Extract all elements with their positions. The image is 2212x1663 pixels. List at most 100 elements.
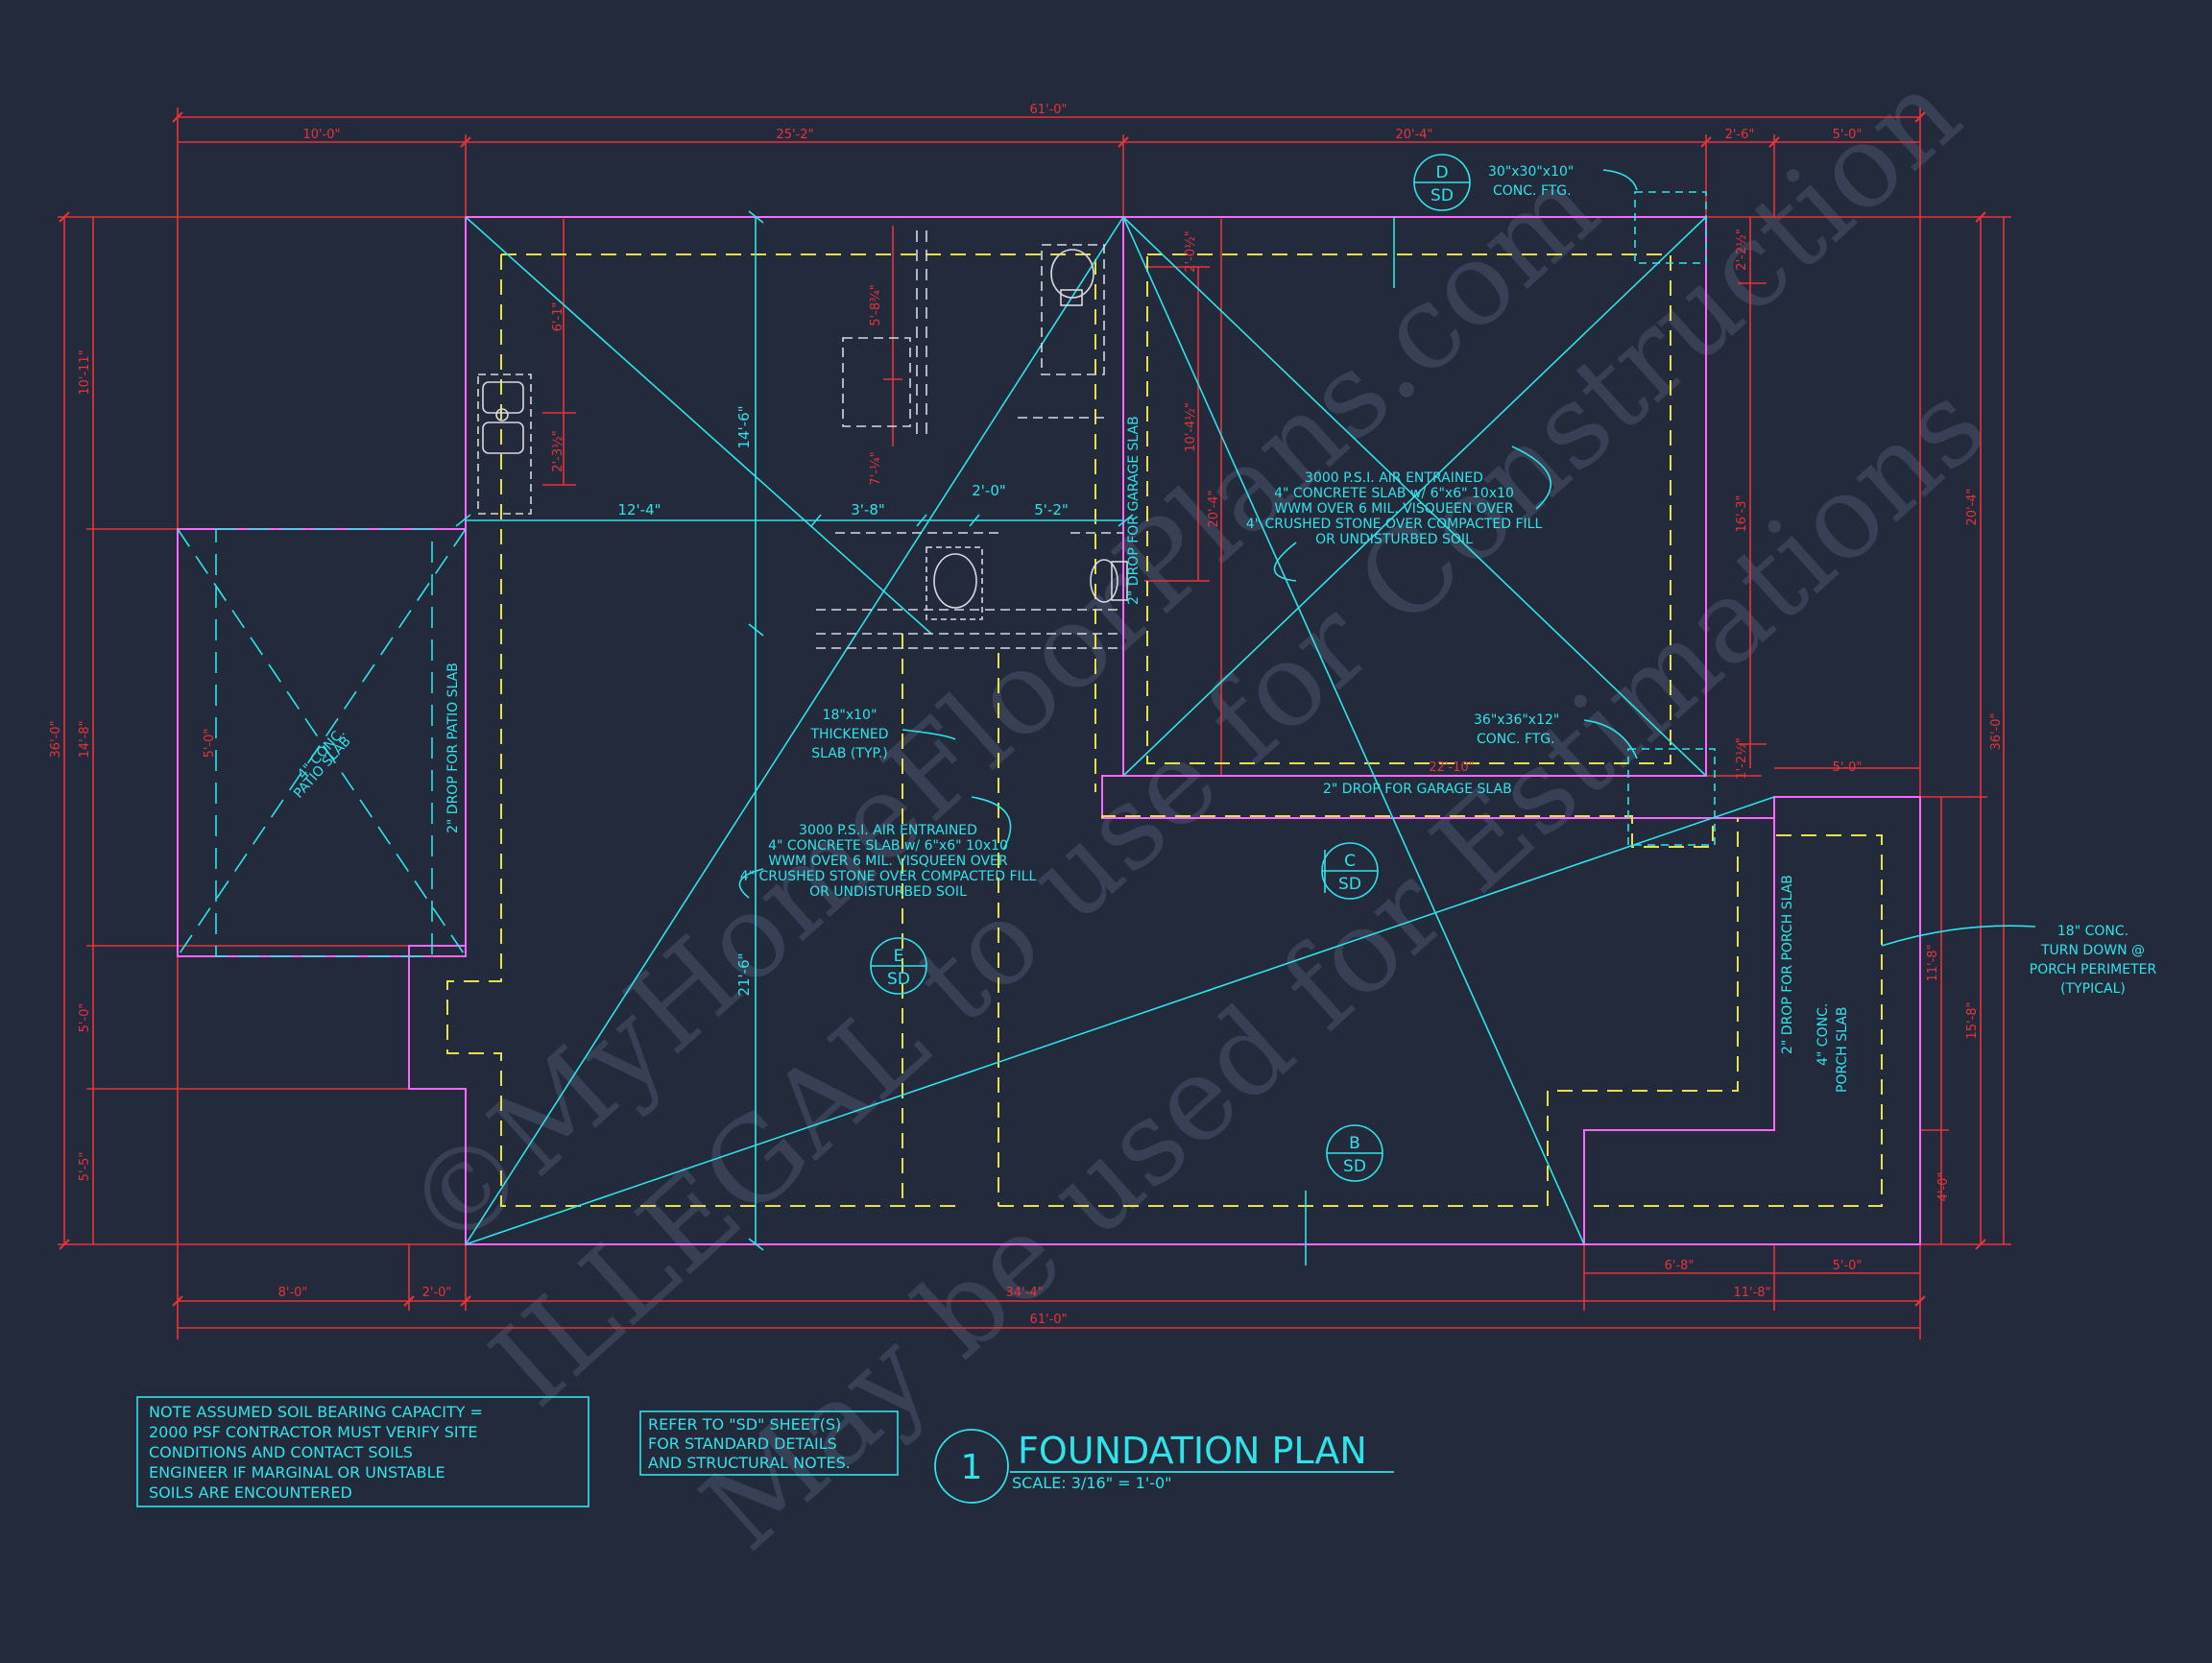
refer-note-line-3: AND STRUCTURAL NOTES. bbox=[648, 1454, 851, 1472]
plumbing-fixtures bbox=[477, 230, 1128, 649]
dim-bot-5: 6'-8" bbox=[1665, 1259, 1695, 1273]
dim-right-3: 11'-8" bbox=[1926, 944, 1940, 981]
footing-pads bbox=[1627, 191, 1716, 846]
dim-garage-height: 20'-4" bbox=[1207, 490, 1221, 527]
turndown-line-2: TURN DOWN @ bbox=[2040, 943, 2145, 958]
interior-dimension-texts: 14'-6" 21'-6" 12'-4" 3'-8" 2'-0" 5'-2" bbox=[617, 405, 1068, 996]
house-spec-3: WWM OVER 6 MIL. VISQUEEN OVER bbox=[768, 854, 1008, 869]
refer-note-line-1: REFER TO "SD" SHEET(S) bbox=[648, 1415, 841, 1434]
section-b-sheet: SD bbox=[1343, 1157, 1366, 1176]
title-number: 1 bbox=[961, 1448, 983, 1487]
soil-note-line-4: ENGINEER IF MARGINAL OR UNSTABLE bbox=[149, 1463, 445, 1482]
dim-patio: 5'-0" bbox=[203, 729, 217, 759]
section-b-letter: B bbox=[1349, 1134, 1360, 1153]
dim-top-4: 2'-6" bbox=[1725, 128, 1755, 142]
dimension-ticks bbox=[59, 111, 1986, 1307]
footing-dashes bbox=[446, 253, 1883, 1207]
slab-diagonals bbox=[455, 210, 1775, 1251]
dim-bot-3: 34'-4" bbox=[1005, 1286, 1043, 1300]
dim-int-38: 3'-8" bbox=[851, 501, 885, 518]
dim-top-3: 20'-4" bbox=[1395, 128, 1432, 142]
garage-slab-outline bbox=[1123, 216, 1707, 777]
section-c-letter: C bbox=[1344, 852, 1356, 871]
section-d-letter: D bbox=[1435, 163, 1448, 182]
section-markers bbox=[870, 154, 1471, 1182]
section-marker-texts: D SD C SD E SD B SD bbox=[887, 163, 1454, 1176]
porch-label-b: PORCH SLAB bbox=[1835, 1007, 1850, 1093]
title-scale: SCALE: 3/16" = 1'-0" bbox=[1012, 1474, 1172, 1492]
dim-top-2: 25'-2" bbox=[776, 128, 813, 142]
dim-garage-right-5: 5'-0" bbox=[1833, 760, 1863, 775]
garage-spec-3: WWM OVER 6 MIL. VISQUEEN OVER bbox=[1274, 501, 1514, 517]
dimension-texts: 61'-0" 10'-0" 25'-2" 20'-4" 2'-6" 5'-0" … bbox=[49, 103, 2004, 1327]
patio-diagonals bbox=[177, 528, 467, 957]
dim-left-overall: 36'-0" bbox=[49, 720, 63, 758]
vanity-fixture bbox=[477, 374, 532, 515]
drop-patio: 2" DROP FOR PATIO SLAB bbox=[445, 663, 461, 833]
house-spec-5: OR UNDISTURBED SOIL bbox=[809, 884, 967, 900]
soil-note-line-2: 2000 PSF CONTRACTOR MUST VERIFY SITE bbox=[149, 1423, 478, 1441]
turndown-line-4: (TYPICAL) bbox=[2060, 981, 2126, 997]
sink-fixture bbox=[933, 553, 977, 609]
refer-note: REFER TO "SD" SHEET(S) FOR STANDARD DETA… bbox=[639, 1410, 899, 1476]
drop-garage-vertical: 2" DROP FOR GARAGE SLAB bbox=[1126, 416, 1142, 605]
dim-int-61: 6'-1" bbox=[551, 302, 565, 332]
dim-left-4: 5'-5" bbox=[78, 1152, 92, 1182]
garage-spec-4: 4" CRUSHED STONE OVER COMPACTED FILL bbox=[1246, 517, 1543, 532]
dim-top-overall: 61'-0" bbox=[1029, 103, 1067, 117]
house-spec-2: 4" CONCRETE SLAB w/ 6"x6" 10x10 bbox=[768, 838, 1008, 854]
section-marker-d bbox=[1413, 154, 1471, 211]
turndown-line-3: PORCH PERIMETER bbox=[2030, 962, 2157, 977]
dim-int-52: 5'-2" bbox=[1034, 501, 1069, 518]
dim-top-5: 5'-0" bbox=[1833, 128, 1863, 142]
garage-spec-1: 3000 P.S.I. AIR ENTRAINED bbox=[1305, 470, 1483, 486]
dim-right-2: 15'-8" bbox=[1965, 1001, 1980, 1039]
dim-garage-width: 22'-10" bbox=[1429, 760, 1474, 775]
dim-left-3: 5'-0" bbox=[78, 1003, 92, 1033]
watermark-line-1: ©MyHomeFloorPlans.com bbox=[380, 140, 1623, 1278]
garage-spec-2: 4" CONCRETE SLAB w/ 6"x6" 10x10 bbox=[1274, 486, 1514, 501]
house-spec-1: 3000 P.S.I. AIR ENTRAINED bbox=[799, 823, 977, 838]
thickened-label-c: SLAB (TYP.) bbox=[811, 746, 887, 761]
thickened-label-b: THICKENED bbox=[809, 727, 888, 742]
dim-int-216: 21'-6" bbox=[735, 952, 753, 996]
house-slab-outline bbox=[408, 216, 1921, 1245]
tub-fixture bbox=[842, 337, 911, 427]
drop-porch: 2" DROP FOR PORCH SLAB bbox=[1780, 875, 1795, 1054]
dim-bot-1: 8'-0" bbox=[278, 1286, 308, 1300]
section-e-sheet: SD bbox=[887, 970, 910, 989]
watermark: ©MyHomeFloorPlans.com ILLEGAL to use for… bbox=[380, 46, 2010, 1576]
dim-int-144: 14'-6" bbox=[735, 405, 753, 448]
footing-30-label-a: 30"x30"x10" bbox=[1488, 164, 1574, 180]
dim-garage-inner: 10'-4½" bbox=[1184, 402, 1198, 452]
dim-left-1: 10'-11" bbox=[78, 349, 92, 395]
soil-note-line-3: CONDITIONS AND CONTACT SOILS bbox=[149, 1443, 413, 1461]
section-d-sheet: SD bbox=[1431, 186, 1454, 205]
dim-bot-4: 11'-8" bbox=[1733, 1286, 1770, 1300]
dim-int-20: 2'-0" bbox=[972, 482, 1006, 499]
dim-bot-overall: 61'-0" bbox=[1029, 1313, 1067, 1327]
dim-right-garage-top: 2'-2½" bbox=[1735, 229, 1749, 270]
garage-spec-5: OR UNDISTURBED SOIL bbox=[1315, 532, 1473, 547]
section-marker-e bbox=[870, 937, 927, 995]
porch-label-a: 4" CONC. bbox=[1815, 1003, 1831, 1066]
dim-right-garage: 16'-3" bbox=[1735, 494, 1749, 532]
dim-bot-6: 5'-0" bbox=[1833, 1259, 1863, 1273]
turndown-line-1: 18" CONC. bbox=[2057, 924, 2128, 939]
thickened-label-a: 18"x10" bbox=[823, 708, 878, 723]
footing-30-label-b: CONC. FTG. bbox=[1493, 183, 1572, 199]
dim-right-4: 4'-0" bbox=[1936, 1172, 1951, 1202]
soil-note-line-5: SOILS ARE ENCOUNTERED bbox=[149, 1483, 352, 1502]
section-marker-c bbox=[1321, 842, 1379, 900]
drop-garage-horizontal: 2" DROP FOR GARAGE SLAB bbox=[1323, 782, 1512, 797]
soil-note-line-1: NOTE ASSUMED SOIL BEARING CAPACITY = bbox=[149, 1403, 483, 1421]
dim-right-overall: 36'-0" bbox=[1989, 712, 2004, 750]
section-e-letter: E bbox=[894, 947, 904, 966]
house-spec-4: 4" CRUSHED STONE OVER COMPACTED FILL bbox=[740, 869, 1037, 884]
dim-garage-top-small: 2'-0½" bbox=[1184, 230, 1198, 272]
toilet2-fixture bbox=[1090, 559, 1118, 603]
dim-top-1: 10'-0" bbox=[302, 128, 340, 142]
dim-right-1: 20'-4" bbox=[1965, 488, 1980, 525]
dim-left-2: 14'-8" bbox=[78, 720, 92, 758]
